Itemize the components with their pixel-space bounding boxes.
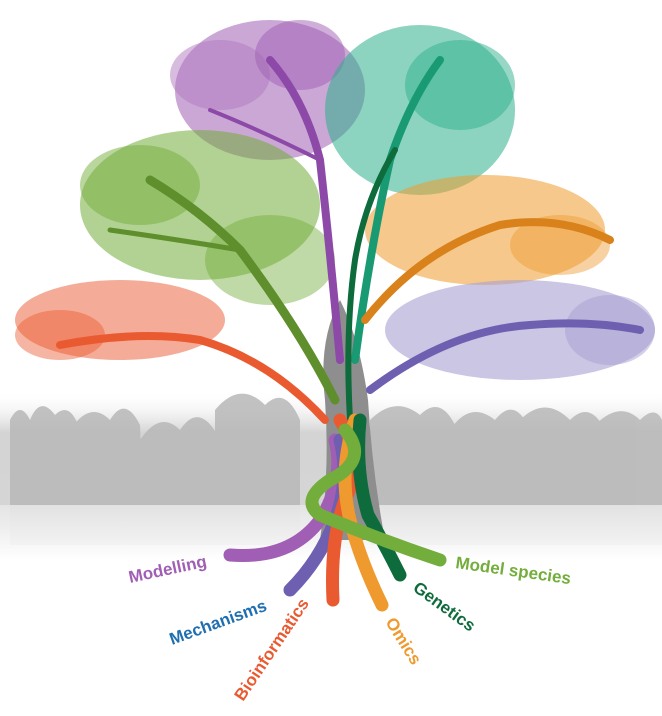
omics-root (338, 413, 389, 612)
model-species-root (305, 423, 447, 567)
label-mechanisms: Mechanisms (167, 596, 269, 649)
tree-branches (56, 56, 644, 424)
label-omics: Omics (382, 614, 426, 668)
category-labels: Modelling Mechanisms Bioinformatics Omic… (127, 552, 572, 704)
tree-canopy-icon (15, 20, 655, 380)
braided-roots (223, 413, 447, 612)
label-genetics: Genetics (410, 578, 479, 636)
